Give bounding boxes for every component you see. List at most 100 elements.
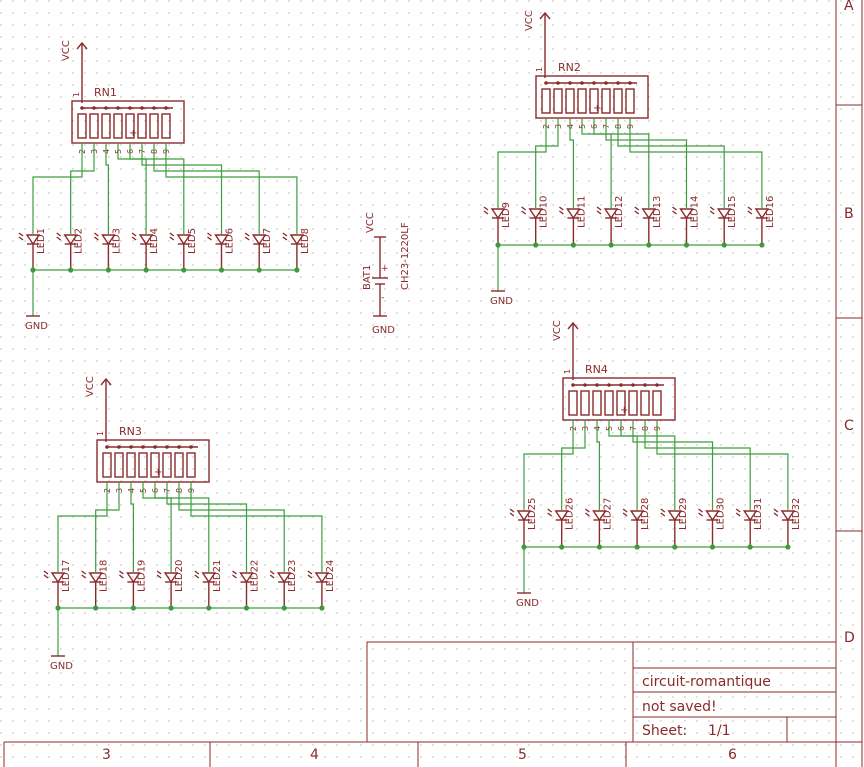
led-led15[interactable]: LED15 bbox=[709, 196, 738, 245]
led-light-arrow-icon bbox=[672, 206, 677, 211]
led-light-arrow-icon bbox=[747, 210, 753, 215]
led-label: LED20 bbox=[174, 560, 185, 592]
led-diode-icon bbox=[516, 510, 532, 522]
led-led26[interactable]: LED26 bbox=[547, 498, 576, 547]
led-label: LED25 bbox=[527, 498, 538, 530]
led-led10[interactable]: LED10 bbox=[521, 196, 550, 245]
led-label: LED17 bbox=[61, 560, 72, 592]
led-light-arrow-icon bbox=[709, 210, 715, 215]
resistor-element bbox=[102, 452, 112, 478]
row-label-d: D bbox=[844, 630, 855, 646]
led-led6[interactable]: LED6 bbox=[207, 228, 236, 270]
led-diode-icon bbox=[126, 572, 141, 584]
led-led31[interactable]: LED31 bbox=[735, 498, 764, 547]
pin1-label: 1 bbox=[72, 92, 81, 97]
led-label: LED1 bbox=[36, 228, 47, 254]
resistor-element bbox=[174, 452, 184, 478]
led-led11[interactable]: LED11 bbox=[558, 196, 587, 245]
row-label-c: C bbox=[844, 418, 854, 434]
net-wire bbox=[569, 118, 575, 208]
led-light-arrow-icon bbox=[156, 574, 162, 579]
led-led2[interactable]: LED2 bbox=[56, 228, 85, 270]
resistor-element bbox=[150, 452, 160, 478]
led-led32[interactable]: LED32 bbox=[773, 498, 802, 547]
net-wire bbox=[57, 482, 108, 572]
led-diode-icon bbox=[603, 208, 619, 220]
col-label-3: 3 bbox=[102, 747, 111, 763]
led-led7[interactable]: LED7 bbox=[244, 228, 273, 270]
led-led17[interactable]: LED17 bbox=[43, 560, 72, 608]
led-led12[interactable]: LED12 bbox=[596, 196, 625, 245]
led-light-arrow-icon bbox=[698, 512, 703, 517]
resistor-element bbox=[541, 88, 551, 114]
led-label: LED22 bbox=[250, 560, 261, 592]
led-led5[interactable]: LED5 bbox=[169, 228, 198, 270]
led-diode-icon bbox=[176, 234, 192, 246]
led-light-arrow-icon bbox=[660, 512, 666, 517]
led-light-arrow-icon bbox=[169, 232, 175, 237]
vcc-label: VCC bbox=[85, 376, 96, 397]
led-diode-icon bbox=[528, 208, 544, 220]
led-light-arrow-icon bbox=[634, 210, 640, 215]
bus-node bbox=[631, 383, 635, 387]
bus-node bbox=[544, 81, 548, 85]
net-wire bbox=[190, 482, 323, 572]
led-led8[interactable]: LED8 bbox=[282, 228, 311, 270]
led-led25[interactable]: LED25 bbox=[509, 498, 538, 547]
led-label: LED30 bbox=[716, 498, 727, 530]
bus-node bbox=[129, 445, 133, 449]
resistor-network-name: RN4 bbox=[585, 363, 608, 376]
led-light-arrow-icon bbox=[282, 232, 288, 237]
led-led1[interactable]: LED1 bbox=[18, 228, 47, 270]
led-led14[interactable]: LED14 bbox=[672, 196, 701, 245]
led-light-arrow-icon bbox=[131, 232, 137, 237]
resistor-element bbox=[553, 88, 563, 114]
led-led29[interactable]: LED29 bbox=[660, 498, 689, 547]
led-label: LED29 bbox=[678, 498, 689, 530]
led-led13[interactable]: LED13 bbox=[634, 196, 663, 245]
vcc-arrow-icon bbox=[76, 41, 88, 50]
net-wire bbox=[154, 482, 210, 572]
led-led30[interactable]: LED30 bbox=[698, 498, 727, 547]
led-diode-icon bbox=[201, 572, 217, 584]
led-light-arrow-icon bbox=[43, 570, 49, 575]
vcc-label: VCC bbox=[552, 320, 563, 341]
col-label-5: 5 bbox=[518, 747, 527, 763]
led-led23[interactable]: LED23 bbox=[269, 560, 298, 608]
led-led16[interactable]: LED16 bbox=[747, 196, 776, 245]
led-led24[interactable]: LED24 bbox=[307, 560, 336, 608]
led-led4[interactable]: LED4 bbox=[131, 228, 160, 270]
led-led19[interactable]: LED19 bbox=[118, 560, 147, 608]
led-led18[interactable]: LED18 bbox=[81, 560, 110, 608]
pin1-label: 1 bbox=[563, 369, 572, 374]
led-label: LED16 bbox=[765, 196, 776, 228]
led-label: LED21 bbox=[212, 560, 223, 592]
led-led20[interactable]: LED20 bbox=[156, 560, 185, 608]
vcc-arrow-icon bbox=[539, 11, 551, 20]
net-wire bbox=[644, 420, 751, 510]
resistor-element bbox=[137, 113, 147, 139]
led-light-arrow-icon bbox=[244, 236, 250, 241]
led-led21[interactable]: LED21 bbox=[194, 560, 223, 608]
resistor-element bbox=[616, 390, 626, 416]
bus-node bbox=[628, 81, 632, 85]
led-light-arrow-icon bbox=[118, 570, 124, 575]
led-diode-icon bbox=[63, 234, 79, 246]
led-led9[interactable]: LED9 bbox=[483, 202, 512, 245]
led-led28[interactable]: LED28 bbox=[622, 498, 651, 547]
battery-bat1[interactable]: VCC BAT1 CH23-1220LF + - GND bbox=[362, 212, 411, 336]
led-led3[interactable]: LED3 bbox=[93, 228, 122, 270]
led-label: LED7 bbox=[262, 228, 273, 254]
led-led22[interactable]: LED22 bbox=[232, 560, 261, 608]
led-light-arrow-icon bbox=[307, 574, 313, 579]
led-led27[interactable]: LED27 bbox=[584, 498, 613, 547]
bus-node bbox=[92, 106, 96, 110]
gnd-label: GND bbox=[516, 598, 539, 609]
net-wire bbox=[32, 143, 83, 234]
resistor-element bbox=[101, 113, 111, 139]
